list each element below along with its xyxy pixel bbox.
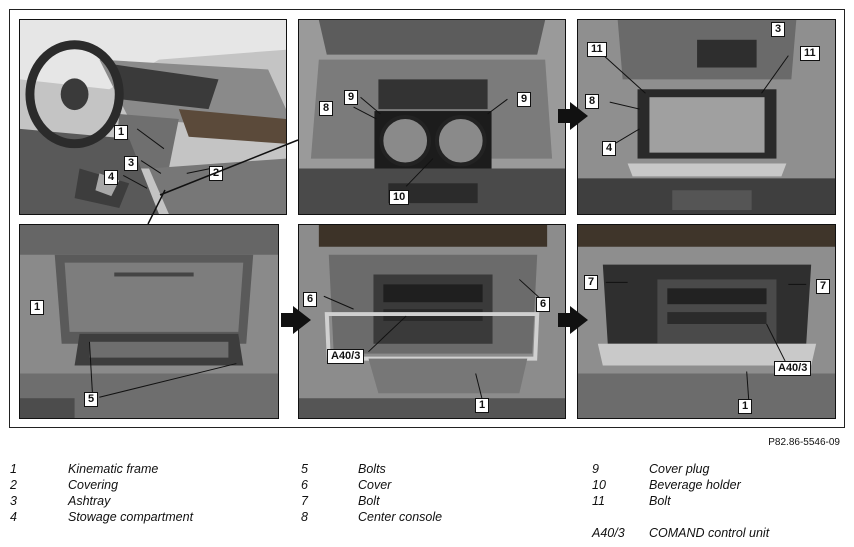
callout-label: 8 bbox=[319, 101, 334, 116]
legend-text: Beverage holder bbox=[649, 478, 741, 492]
photo-comand-bolts: 7 7 A40/3 1 bbox=[577, 224, 836, 419]
callout-label: 1 bbox=[475, 398, 490, 413]
legend-text: Cover bbox=[358, 478, 392, 492]
photo-ashtray-area: 3 11 11 8 4 bbox=[577, 19, 836, 215]
beverage-holder-illustration bbox=[299, 20, 565, 214]
comand-bolts-illustration bbox=[578, 225, 835, 418]
legend-number: 10 bbox=[592, 478, 606, 492]
legend-number: 1 bbox=[10, 462, 17, 476]
photo-dashboard-overview: 1 2 3 4 bbox=[19, 19, 287, 215]
callout-label: 7 bbox=[816, 279, 831, 294]
comand-covers-illustration bbox=[299, 225, 565, 418]
ashtray-illustration bbox=[578, 20, 835, 214]
callout-label: 8 bbox=[585, 94, 600, 109]
legend-number: 5 bbox=[301, 462, 308, 476]
callout-label: 3 bbox=[124, 156, 139, 171]
callout-label: A40/3 bbox=[774, 361, 812, 376]
legend-number: 2 bbox=[10, 478, 17, 492]
kinematic-frame-illustration bbox=[20, 225, 278, 418]
legend-text: Covering bbox=[68, 478, 119, 492]
callout-label: 6 bbox=[303, 292, 318, 307]
callout-label: 7 bbox=[584, 275, 599, 290]
callout-label: 9 bbox=[517, 92, 532, 107]
callout-label: 2 bbox=[209, 166, 224, 181]
legend-text: Bolt bbox=[649, 494, 671, 508]
document-reference: P82.86-5546-09 bbox=[768, 437, 840, 448]
legend-number: 11 bbox=[592, 494, 605, 508]
callout-label: 3 bbox=[771, 22, 786, 37]
legend-text: Kinematic frame bbox=[68, 462, 159, 476]
legend-number: 3 bbox=[10, 494, 17, 508]
callout-label: A40/3 bbox=[327, 349, 365, 364]
legend-text: COMAND control unit bbox=[649, 526, 770, 540]
callout-label: 5 bbox=[84, 392, 99, 407]
arrow-right-icon bbox=[558, 306, 588, 334]
legend-number: 9 bbox=[592, 462, 599, 476]
legend-text: Ashtray bbox=[68, 494, 111, 508]
callout-label: 1 bbox=[738, 399, 753, 414]
photo-beverage-holder: 8 9 9 10 bbox=[298, 19, 566, 215]
legend-number: A40/3 bbox=[592, 526, 625, 540]
callout-label: 4 bbox=[602, 141, 617, 156]
callout-label: 10 bbox=[389, 190, 410, 205]
callout-label: 4 bbox=[104, 170, 119, 185]
legend-text: Cover plug bbox=[649, 462, 710, 476]
legend-text: Bolt bbox=[358, 494, 380, 508]
photo-comand-covers: 6 6 A40/3 1 bbox=[298, 224, 566, 419]
photo-kinematic-frame: 1 5 bbox=[19, 224, 279, 419]
legend-text: Bolts bbox=[358, 462, 386, 476]
arrow-right-icon bbox=[281, 306, 311, 334]
dashboard-illustration bbox=[20, 20, 286, 214]
legend-text: Stowage compartment bbox=[68, 510, 194, 524]
legend-number: 4 bbox=[10, 510, 17, 524]
callout-label: 6 bbox=[536, 297, 551, 312]
arrow-right-icon bbox=[558, 102, 588, 130]
callout-label: 9 bbox=[344, 90, 359, 105]
callout-label: 1 bbox=[114, 125, 129, 140]
callout-label: 11 bbox=[587, 42, 607, 57]
legend-text: Center console bbox=[358, 510, 443, 524]
legend-number: 8 bbox=[301, 510, 308, 524]
callout-label: 11 bbox=[800, 46, 820, 61]
callout-label: 1 bbox=[30, 300, 45, 315]
legend-number: 7 bbox=[301, 494, 308, 508]
figure-frame: 1 2 3 4 8 9 9 10 bbox=[9, 9, 845, 428]
legend-number: 6 bbox=[301, 478, 308, 492]
